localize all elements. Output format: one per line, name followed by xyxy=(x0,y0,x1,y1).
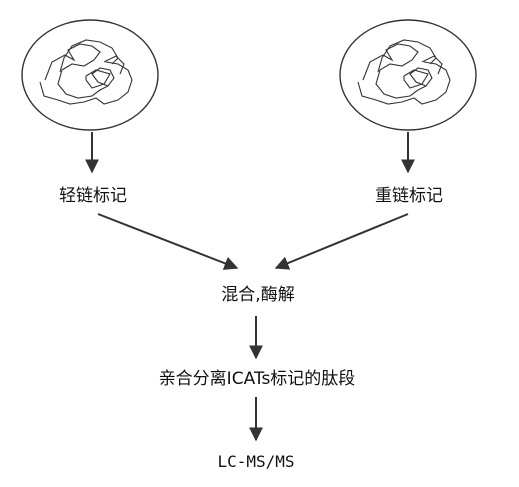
protein-cell-icon xyxy=(339,19,477,131)
lcms-label: LC-MS/MS xyxy=(217,452,295,471)
protein-cell-icon xyxy=(21,19,159,131)
mix-digest-label: 混合,酶解 xyxy=(221,285,295,305)
arrow-right-to-mix xyxy=(274,213,409,270)
light-chain-label: 轻链标记 xyxy=(59,186,127,206)
heavy-chain-label: 重链标记 xyxy=(375,186,443,206)
affinity-separation-label: 亲合分离ICATs标记的肽段 xyxy=(158,369,356,389)
arrow-left-to-mix xyxy=(97,213,239,270)
